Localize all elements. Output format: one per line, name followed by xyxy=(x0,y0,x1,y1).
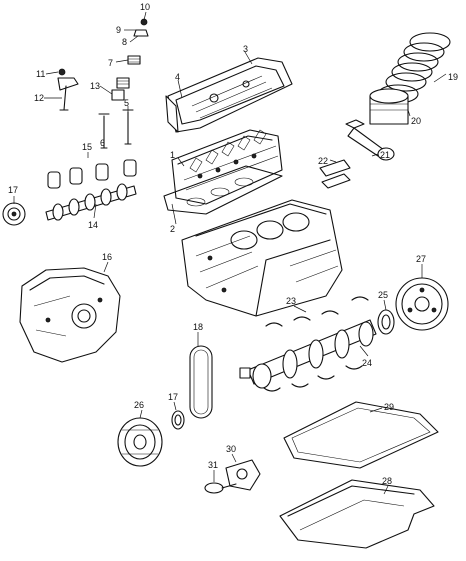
valve-cover xyxy=(165,57,293,133)
callout-19: 19 xyxy=(448,72,458,82)
callout-27: 27 xyxy=(416,254,426,264)
callout-29: 29 xyxy=(384,402,394,412)
callout-5: 5 xyxy=(124,98,129,108)
callout-22: 22 xyxy=(318,156,328,166)
callout-25: 25 xyxy=(378,290,388,300)
oil-pan-gasket xyxy=(283,401,439,469)
engine-block xyxy=(181,199,343,317)
callout-21: 21 xyxy=(380,150,390,160)
camshaft xyxy=(45,183,137,221)
callout-11: 11 xyxy=(36,69,45,79)
callout-23: 23 xyxy=(286,296,296,306)
cam-sprocket xyxy=(2,202,26,226)
piston-rings xyxy=(377,32,451,104)
callout-20: 20 xyxy=(411,116,421,126)
callout-3: 3 xyxy=(243,44,248,54)
callout-24: 24 xyxy=(362,358,372,368)
cylinder-head xyxy=(171,129,283,205)
connecting-rod xyxy=(319,119,395,189)
callout-30: 30 xyxy=(226,444,236,454)
callout-16: 16 xyxy=(102,252,112,262)
callout-12: 12 xyxy=(34,93,44,103)
callout-31: 31 xyxy=(208,460,218,470)
callout-15: 15 xyxy=(82,142,92,152)
valvetrain-parts xyxy=(57,18,149,149)
callout-13: 13 xyxy=(90,81,100,91)
harmonic-balancer xyxy=(117,417,163,467)
callout-2: 2 xyxy=(170,224,175,234)
callout-14: 14 xyxy=(88,220,98,230)
callout-10: 10 xyxy=(140,2,150,12)
callout-17-bottom: 17 xyxy=(168,392,178,402)
callout-1: 1 xyxy=(170,150,175,160)
callout-7: 7 xyxy=(108,58,113,68)
callout-8: 8 xyxy=(122,37,127,47)
callout-17-top: 17 xyxy=(8,185,18,195)
rear-main-seal xyxy=(377,309,395,335)
head-gasket xyxy=(163,165,283,215)
crank-sprocket xyxy=(171,410,185,430)
timing-cover xyxy=(19,267,121,363)
callout-4: 4 xyxy=(175,72,180,82)
lifters xyxy=(47,159,137,189)
callout-6: 6 xyxy=(100,138,105,148)
oil-pan xyxy=(279,479,435,549)
crankshaft xyxy=(239,319,377,389)
oil-pickup-screen xyxy=(204,482,237,494)
flexplate xyxy=(395,277,449,331)
timing-chain xyxy=(189,345,213,419)
callout-26: 26 xyxy=(134,400,144,410)
callout-18: 18 xyxy=(193,322,203,332)
piston xyxy=(369,88,409,125)
oil-pump xyxy=(225,459,261,491)
main-bearings xyxy=(263,296,369,392)
callout-9: 9 xyxy=(116,25,121,35)
callout-28: 28 xyxy=(382,476,392,486)
